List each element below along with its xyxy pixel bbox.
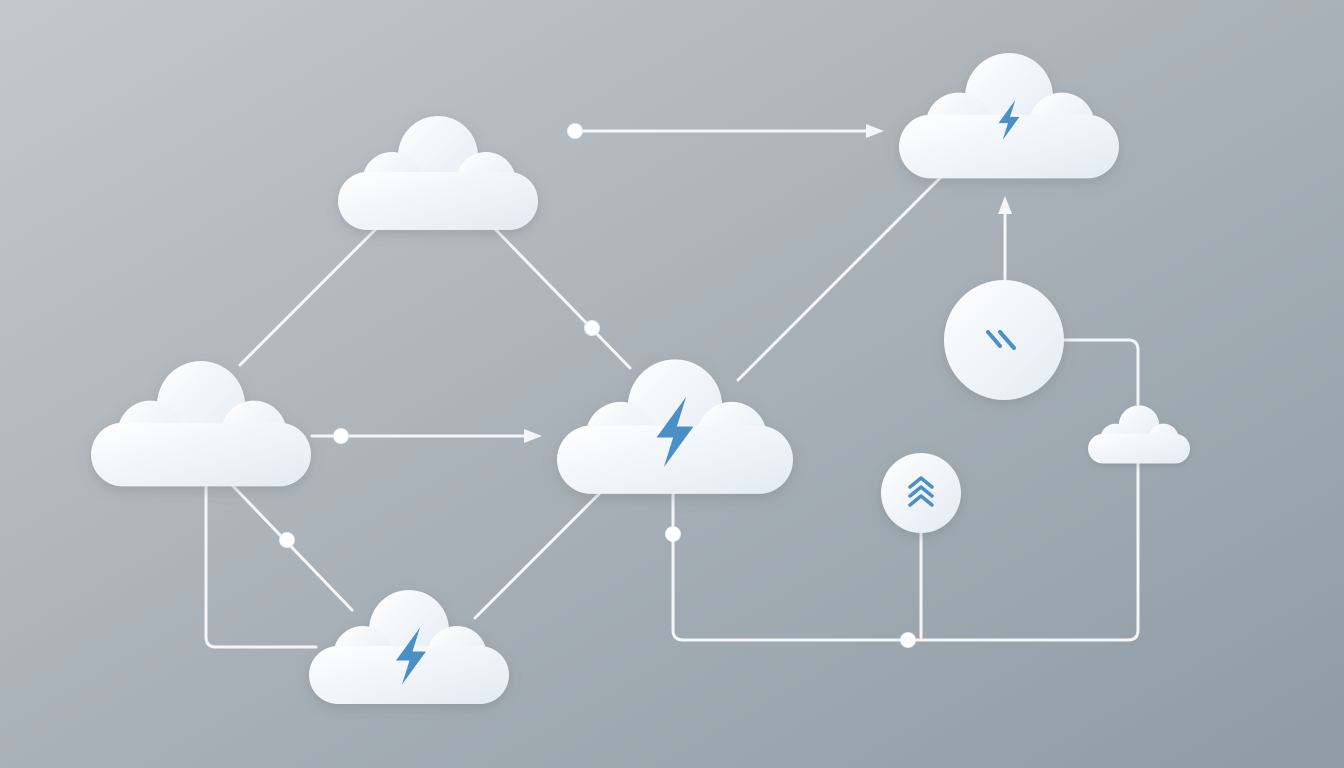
edge-cloud-left-to-cloud-bottom-bracket [204,482,318,649]
junction-dot [584,320,600,336]
junction-dot [279,532,295,548]
chevrons-up-icon [908,476,934,507]
junction-dot [900,632,916,648]
edge-cloud-top-left-to-cloud-center [494,228,632,370]
arrowhead-up-to-cloud-top-right [998,196,1012,214]
edge-cloud-center-to-cloud-top-right [736,174,944,382]
arrowhead-to-cloud-top-right [866,124,884,138]
circle-large [944,280,1064,400]
junction-dot [567,123,583,139]
junction-dots [279,123,916,648]
circle-small [881,453,961,533]
junction-dot [333,428,349,444]
edge-cloud-center-to-cloud-bottom [473,486,607,620]
edge-circle-large-to-cloud-small-right [1061,338,1140,406]
edge-cloud-left-to-cloud-bottom [230,483,354,612]
arrowheads [524,124,1012,443]
junction-dot [665,526,681,542]
arrowhead-to-cloud-center [524,429,542,443]
double-slash-icon [986,330,1016,350]
edge-cloud-top-left-to-cloud-left [238,228,377,367]
